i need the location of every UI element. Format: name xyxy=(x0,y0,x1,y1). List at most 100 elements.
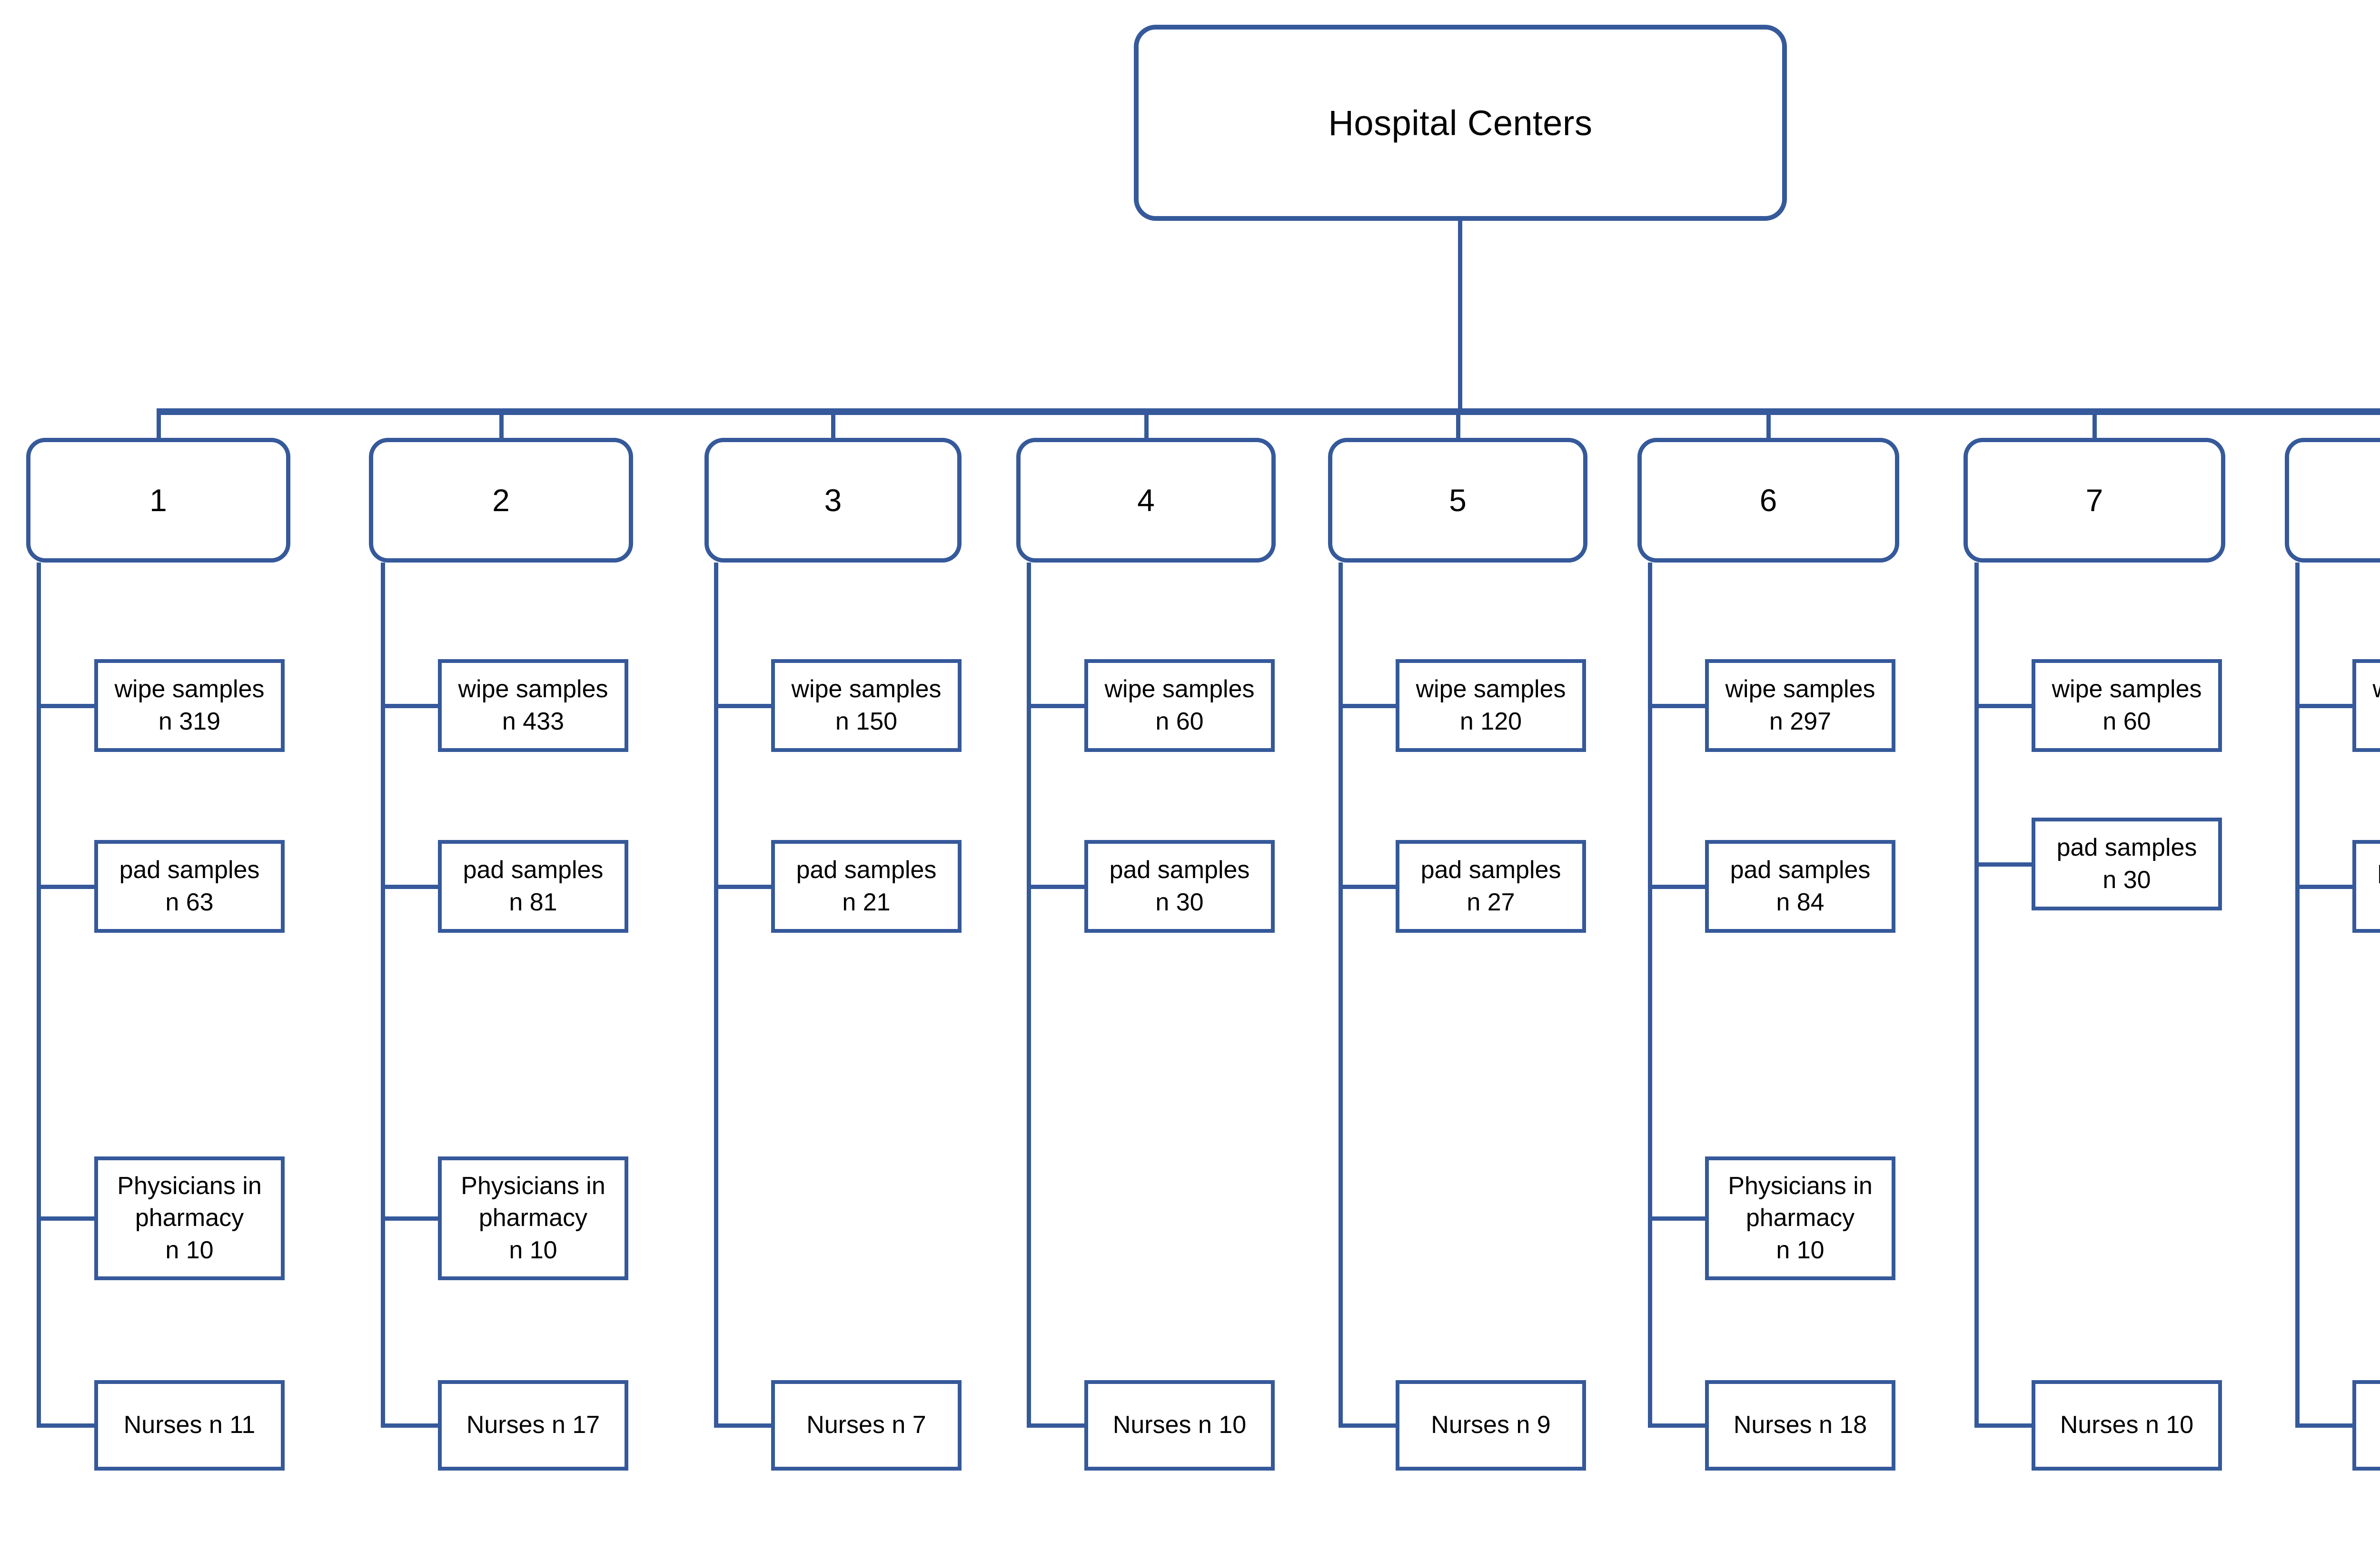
leaf-node-wipe-samples-center-6[interactable]: wipe samples n 297 xyxy=(1705,659,1895,752)
leaf-stub-connector-4-3 xyxy=(1027,1423,1087,1428)
center-node-label: 1 xyxy=(149,483,167,518)
leaf-stub-connector-8-3 xyxy=(2295,1423,2355,1428)
center-node-label: 6 xyxy=(1759,483,1777,518)
leaf-node-nurses-center-1[interactable]: Nurses n 11 xyxy=(94,1380,285,1471)
center-node-4[interactable]: 4 xyxy=(1016,438,1276,563)
leaf-node-label: wipe samples n 60 xyxy=(2052,675,2202,735)
leaf-node-label: wipe samples n 433 xyxy=(458,675,608,735)
leaf-node-label: Nurses n 10 xyxy=(2060,1411,2194,1439)
spine-connector-4 xyxy=(1027,563,1031,1428)
spine-connector-6 xyxy=(1648,563,1652,1428)
bus-drop-connector-2 xyxy=(499,408,504,438)
leaf-node-nurses-center-3[interactable]: Nurses n 7 xyxy=(771,1380,962,1471)
center-node-5[interactable]: 5 xyxy=(1328,438,1587,563)
center-node-label: 7 xyxy=(2085,483,2103,518)
leaf-node-label: Physicians in pharmacy n 10 xyxy=(461,1172,605,1264)
leaf-node-nurses-center-5[interactable]: Nurses n 9 xyxy=(1396,1380,1586,1471)
leaf-stub-connector-4-2 xyxy=(1027,884,1087,889)
leaf-stub-connector-6-3 xyxy=(1648,1216,1708,1221)
leaf-stub-connector-6-4 xyxy=(1648,1423,1708,1428)
leaf-node-label: pad samples n 27 xyxy=(1420,856,1561,916)
leaf-node-label: pad samples n 21 xyxy=(796,856,937,916)
center-node-label: 3 xyxy=(824,483,842,518)
center-node-label: 2 xyxy=(492,483,510,518)
leaf-node-wipe-samples-center-2[interactable]: wipe samples n 433 xyxy=(438,659,628,752)
leaf-node-nurses-center-4[interactable]: Nurses n 10 xyxy=(1084,1380,1275,1471)
bus-drop-connector-6 xyxy=(1766,408,1771,438)
leaf-stub-connector-6-2 xyxy=(1648,884,1708,889)
leaf-node-nurses-center-8[interactable]: Nurses n 6 xyxy=(2352,1380,2380,1471)
leaf-stub-connector-7-2 xyxy=(1974,862,2034,867)
leaf-node-pad-samples-center-2[interactable]: pad samples n 81 xyxy=(438,840,628,933)
leaf-node-label: pad samples n 63 xyxy=(119,856,260,916)
leaf-node-label: pad samples n 30 xyxy=(1109,856,1250,916)
leaf-node-label: Physicians in pharmacy n 10 xyxy=(117,1172,262,1264)
leaf-node-wipe-samples-center-4[interactable]: wipe samples n 60 xyxy=(1084,659,1275,752)
leaf-stub-connector-8-2 xyxy=(2295,884,2355,889)
leaf-node-pad-samples-center-5[interactable]: pad samples n 27 xyxy=(1396,840,1586,933)
leaf-stub-connector-2-2 xyxy=(381,884,441,889)
leaf-stub-connector-3-2 xyxy=(714,884,774,889)
leaf-node-label: wipe samples n 120 xyxy=(1416,675,1566,735)
spine-connector-7 xyxy=(1974,563,1979,1428)
leaf-node-pad-samples-center-8[interactable]: pad samples n 18 xyxy=(2352,840,2380,933)
leaf-stub-connector-7-1 xyxy=(1974,703,2034,708)
leaf-node-label: wipe samples n 297 xyxy=(1725,675,1875,735)
leaf-node-label: Nurses n 10 xyxy=(1112,1411,1247,1439)
leaf-stub-connector-3-1 xyxy=(714,703,774,708)
leaf-node-wipe-samples-center-3[interactable]: wipe samples n 150 xyxy=(771,659,962,752)
leaf-node-label: Nurses n 9 xyxy=(1431,1411,1551,1439)
leaf-node-label: pad samples n 30 xyxy=(2056,833,2197,894)
leaf-node-pad-samples-center-7[interactable]: pad samples n 30 xyxy=(2032,818,2222,910)
leaf-stub-connector-2-1 xyxy=(381,703,441,708)
leaf-node-label: pad samples n 84 xyxy=(1730,856,1871,916)
spine-connector-5 xyxy=(1339,563,1343,1428)
leaf-node-physicians-pharmacy-center-6[interactable]: Physicians in pharmacy n 10 xyxy=(1705,1156,1895,1280)
leaf-node-label: pad samples n 18 xyxy=(2378,854,2380,919)
leaf-node-pad-samples-center-3[interactable]: pad samples n 21 xyxy=(771,840,962,933)
leaf-node-wipe-samples-center-1[interactable]: wipe samples n 319 xyxy=(94,659,285,752)
spine-connector-1 xyxy=(37,563,41,1428)
center-node-1[interactable]: 1 xyxy=(26,438,290,563)
leaf-node-nurses-center-7[interactable]: Nurses n 10 xyxy=(2032,1380,2222,1471)
leaf-node-pad-samples-center-6[interactable]: pad samples n 84 xyxy=(1705,840,1895,933)
leaf-node-label: Nurses n 17 xyxy=(466,1411,600,1439)
leaf-node-nurses-center-2[interactable]: Nurses n 17 xyxy=(438,1380,628,1471)
leaf-node-label: wipe samples n 319 xyxy=(114,675,265,735)
leaf-node-wipe-samples-center-7[interactable]: wipe samples n 60 xyxy=(2032,659,2222,752)
root-node-label: Hospital Centers xyxy=(1328,103,1593,143)
spine-connector-2 xyxy=(381,563,385,1428)
leaf-node-physicians-pharmacy-center-2[interactable]: Physicians in pharmacy n 10 xyxy=(438,1156,628,1280)
leaf-node-label: Nurses n 7 xyxy=(806,1411,926,1439)
leaf-stub-connector-8-1 xyxy=(2295,703,2355,708)
leaf-node-label: Physicians in pharmacy n 10 xyxy=(1728,1172,1873,1264)
leaf-node-pad-samples-center-1[interactable]: pad samples n 63 xyxy=(94,840,285,933)
leaf-node-nurses-center-6[interactable]: Nurses n 18 xyxy=(1705,1380,1895,1471)
leaf-node-wipe-samples-center-8[interactable]: wipe samples n 136 xyxy=(2352,659,2380,752)
leaf-stub-connector-7-3 xyxy=(1974,1423,2034,1428)
leaf-stub-connector-5-3 xyxy=(1339,1423,1398,1428)
bus-drop-connector-4 xyxy=(1144,408,1149,438)
leaf-node-physicians-pharmacy-center-1[interactable]: Physicians in pharmacy n 10 xyxy=(94,1156,285,1280)
leaf-node-label: wipe samples n 60 xyxy=(1104,675,1255,735)
leaf-stub-connector-6-1 xyxy=(1648,703,1708,708)
center-node-8[interactable]: 8 xyxy=(2285,438,2380,563)
center-node-label: 4 xyxy=(1137,483,1155,518)
center-node-7[interactable]: 7 xyxy=(1964,438,2225,563)
bus-drop-connector-5 xyxy=(1456,408,1460,438)
bus-drop-connector-7 xyxy=(2092,408,2097,438)
leaf-node-pad-samples-center-4[interactable]: pad samples n 30 xyxy=(1084,840,1275,933)
center-node-3[interactable]: 3 xyxy=(704,438,962,563)
leaf-node-label: wipe samples n 136 xyxy=(2372,673,2380,738)
center-node-label: 5 xyxy=(1449,483,1467,518)
leaf-stub-connector-1-3 xyxy=(37,1216,97,1221)
leaf-stub-connector-3-3 xyxy=(714,1423,774,1428)
leaf-stub-connector-1-2 xyxy=(37,884,97,889)
leaf-stub-connector-2-3 xyxy=(381,1216,441,1221)
bus-drop-connector-3 xyxy=(831,408,835,438)
center-node-2[interactable]: 2 xyxy=(369,438,633,563)
center-node-6[interactable]: 6 xyxy=(1637,438,1899,563)
leaf-node-wipe-samples-center-5[interactable]: wipe samples n 120 xyxy=(1396,659,1586,752)
root-node-hospital-centers[interactable]: Hospital Centers xyxy=(1134,25,1787,221)
